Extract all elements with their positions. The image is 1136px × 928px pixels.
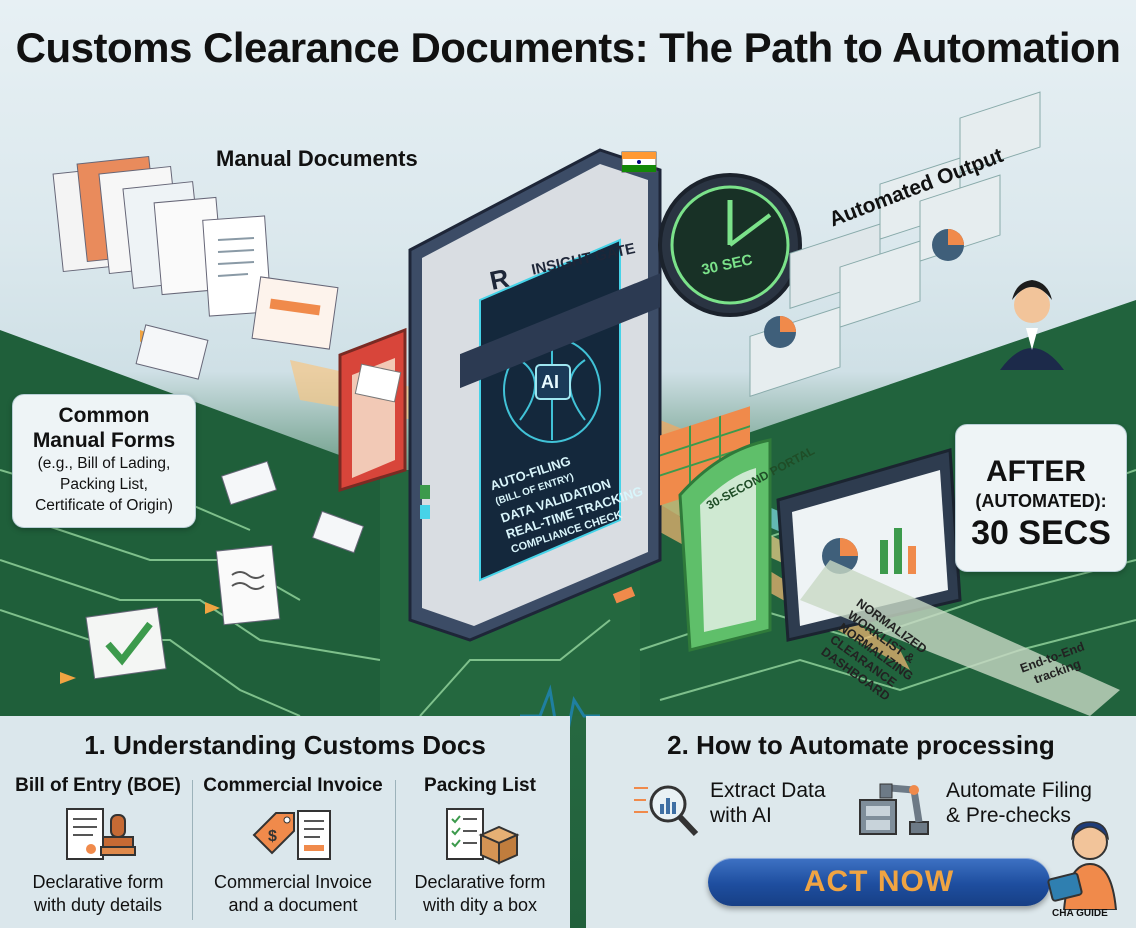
step-extract-data: Extract Data with AI [710, 778, 826, 828]
officer-avatar [1000, 280, 1064, 370]
after-label: AFTER [986, 455, 1086, 488]
manual-documents-label: Manual Documents [216, 146, 418, 171]
after-time: 30 SECS [971, 514, 1111, 552]
doc-description: Declarative form with dity a box [400, 871, 560, 917]
common-forms-card: Common Manual Forms (e.g., Bill of Ladin… [12, 394, 196, 528]
example-line: Certificate of Origin) [35, 497, 173, 514]
red-gate [338, 327, 407, 493]
step-line: with AI [710, 804, 772, 827]
example-line: (e.g., Bill of Lading, [37, 455, 171, 472]
doc-description: Declarative form with duty details [8, 871, 188, 917]
column-divider [395, 780, 396, 920]
after-automated-card: AFTER (AUTOMATED): 30 SECS [955, 424, 1127, 572]
step-automate-filing: Automate Filing & Pre-checks [946, 778, 1092, 828]
portal-arch [678, 438, 772, 652]
act-now-button[interactable]: ACT NOW [708, 858, 1050, 906]
desc-line: and a document [228, 895, 358, 915]
doc-column-packing: Packing List Declarative form with dity … [400, 775, 560, 925]
desc-line: Commercial Invoice [213, 872, 373, 892]
step-line: & Pre-checks [946, 804, 1071, 827]
desc-line: Declarative form [414, 872, 546, 892]
doc-title: Packing List [424, 775, 536, 796]
section1-heading: 1. Understanding Customs Docs [84, 730, 486, 760]
heading-line: Common [58, 404, 150, 427]
doc-title: Commercial Invoice [203, 775, 383, 796]
doc-description: Commercial Invoice and a document [198, 871, 388, 917]
guide-mascot-icon [1047, 821, 1118, 910]
common-forms-heading: Common Manual Forms [13, 403, 195, 453]
output-ramp [800, 560, 1120, 716]
column-divider [192, 780, 193, 920]
manual-documents-stack [52, 155, 365, 680]
step-line: Extract Data [710, 779, 826, 802]
price-tag-invoice-icon: $ [252, 810, 331, 860]
doc-column-boe: Bill of Entry (BOE) Declarative form wit… [8, 775, 188, 925]
desc-line: with duty details [33, 895, 163, 915]
page-title: Customs Clearance Documents: The Path to… [15, 24, 1121, 71]
magnifier-data-icon [634, 785, 699, 837]
ai-chip-label: AI [541, 372, 559, 392]
boe-stamp-icon [66, 808, 136, 860]
packing-list-box-icon [446, 808, 520, 865]
dashboard-monitor [776, 448, 962, 642]
example-line: Packing List, [60, 476, 148, 493]
common-forms-examples: (e.g., Bill of Lading, Packing List, Cer… [13, 453, 195, 516]
heading-line: Manual Forms [32, 429, 176, 452]
section2-heading: 2. How to Automate processing [667, 730, 1055, 760]
brand-label: CHA GUIDE [1052, 908, 1108, 919]
desc-line: with dity a box [422, 895, 538, 915]
step-line: Automate Filing [946, 779, 1092, 802]
svg-text:$: $ [268, 828, 277, 845]
after-subtitle: (AUTOMATED): [975, 491, 1107, 511]
timer-clock [658, 173, 802, 317]
doc-column-invoice: Commercial Invoice $ Commercial Invoice … [198, 775, 388, 925]
doc-title: Bill of Entry (BOE) [15, 775, 181, 796]
desc-line: Declarative form [32, 872, 164, 892]
robot-arm-icon [859, 783, 929, 835]
insight-gate-device: R [408, 148, 662, 642]
